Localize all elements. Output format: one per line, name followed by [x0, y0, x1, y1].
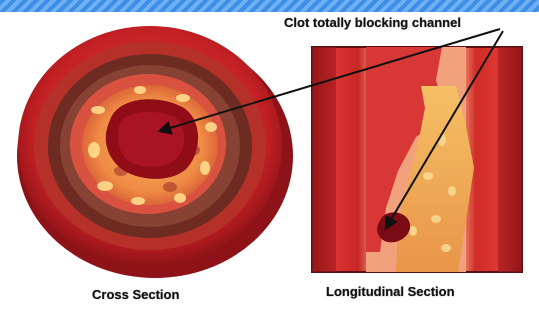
clot-label: Clot totally blocking channel — [284, 15, 461, 30]
cross-section-diagram — [17, 26, 293, 278]
longitudinal-section-diagram — [312, 47, 522, 272]
cross-section-label: Cross Section — [92, 287, 179, 302]
longitudinal-section-label: Longitudinal Section — [326, 284, 455, 299]
